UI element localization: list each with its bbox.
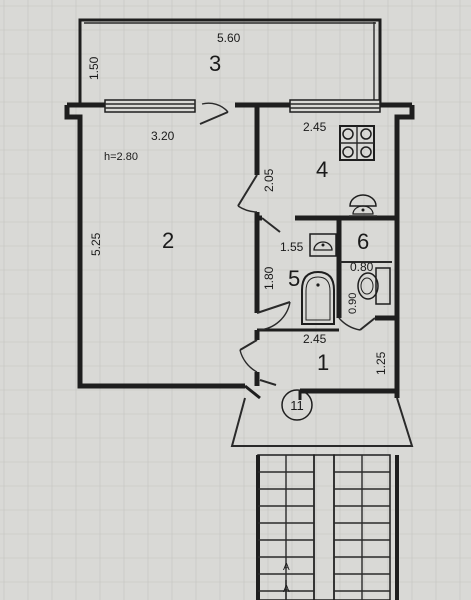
- dim-balcony-depth: 1.50: [87, 56, 101, 80]
- door-kitchen: [237, 174, 258, 213]
- dim-living-length: 5.25: [89, 232, 103, 256]
- dim-hall-width: 2.45: [303, 332, 327, 346]
- stove-icon: [339, 125, 375, 161]
- stairwell: [230, 397, 414, 600]
- entrance-door: [244, 379, 302, 400]
- dim-balcony-length: 5.60: [217, 31, 241, 45]
- interior-walls: [254, 105, 397, 386]
- room-number-hall: 1: [317, 350, 329, 375]
- door-living: [239, 339, 258, 373]
- apartment-number: 11: [290, 398, 304, 413]
- bathtub-icon: [301, 270, 335, 325]
- dim-bath-length: 1.80: [262, 266, 276, 290]
- room-number-kitchen: 4: [316, 157, 328, 182]
- dim-ceiling-height: h=2.80: [104, 151, 138, 163]
- window-kitchen: [289, 99, 381, 113]
- stair-arrow-right: A: [283, 584, 290, 595]
- door-bath: [256, 217, 291, 331]
- balcony: [78, 18, 382, 104]
- room-number-toilet: 6: [357, 229, 369, 254]
- room-number-balcony: 3: [209, 51, 221, 76]
- dim-toilet-length: 0.90: [347, 293, 359, 314]
- dim-kitchen-length: 2.05: [262, 168, 276, 192]
- balcony-door: [199, 102, 229, 125]
- window-living: [104, 99, 196, 113]
- dim-living-width: 3.20: [151, 129, 175, 143]
- apartment-number-badge: 11: [281, 389, 313, 421]
- dim-hall-length: 1.25: [374, 351, 388, 375]
- bath-sink-icon: [309, 233, 337, 257]
- stair-arrow-left: A: [283, 562, 290, 600]
- toilet-icon: [357, 267, 391, 305]
- stair-arrow-left-label: A: [283, 562, 290, 573]
- door-toilet: [338, 317, 376, 331]
- room-number-bath: 5: [288, 266, 300, 291]
- dim-kitchen-width: 2.45: [303, 120, 327, 134]
- dim-toilet-width: 0.80: [350, 260, 374, 274]
- kitchen-sink-icon: [349, 194, 377, 217]
- room-number-living: 2: [162, 228, 174, 253]
- stair-arrow-right-label: A: [283, 584, 290, 595]
- dim-bath-width: 1.55: [280, 240, 304, 254]
